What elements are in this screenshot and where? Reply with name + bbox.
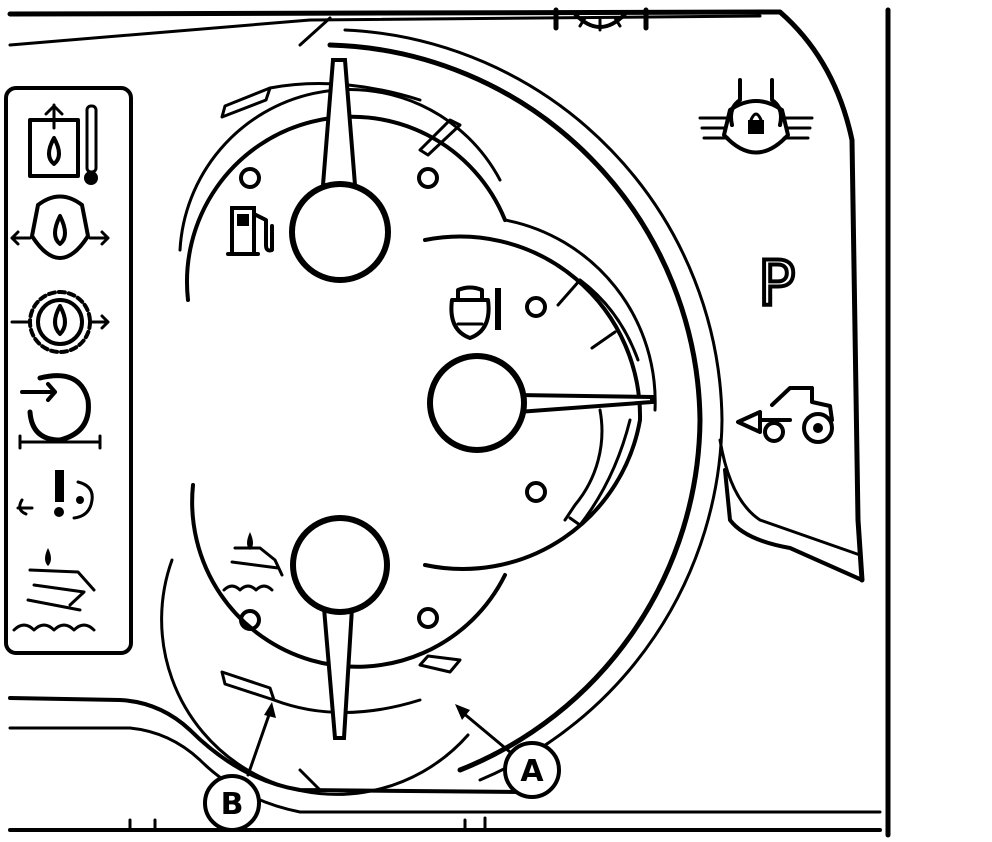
fuel-gauge-high-band bbox=[418, 118, 462, 157]
coolant-gauge-needle bbox=[516, 392, 654, 415]
callout-a: A bbox=[455, 704, 561, 799]
brake-warning-icon bbox=[16, 470, 94, 520]
fuel-icon bbox=[226, 206, 274, 256]
fuel-gauge-dot-right bbox=[417, 167, 439, 189]
right-indicators: P bbox=[698, 78, 834, 444]
gauge-cluster-outline bbox=[160, 88, 657, 796]
air-filter-icon bbox=[18, 373, 102, 450]
coolant-gauge-hub bbox=[427, 353, 527, 453]
coolant-gauge-dot-bottom bbox=[525, 481, 547, 503]
park-lock-icon bbox=[698, 78, 814, 155]
diesel-exhaust-fluid-icon bbox=[222, 532, 284, 592]
fuel-gauge bbox=[220, 58, 462, 283]
work-light-icon bbox=[553, 7, 649, 32]
coolant-gauge-band-upper bbox=[556, 278, 640, 362]
def-gauge-low-band bbox=[220, 670, 276, 702]
def-gauge-needle bbox=[321, 606, 355, 740]
hydraulic-oil-temperature-icon bbox=[28, 103, 98, 185]
def-gauge-dot-left bbox=[239, 609, 261, 631]
coolant-temperature-gauge bbox=[427, 278, 654, 527]
callout-a-label: A bbox=[520, 754, 544, 789]
fuel-gauge-hub bbox=[289, 181, 391, 283]
callout-b-circle bbox=[203, 774, 261, 832]
tractor-reverse-icon bbox=[736, 386, 834, 444]
coolant-level-icon bbox=[12, 548, 96, 632]
callout-b-leader bbox=[246, 710, 272, 777]
fuel-gauge-needle bbox=[320, 58, 358, 187]
cluster-housing bbox=[4, 7, 891, 838]
coolant-temperature-icon bbox=[449, 285, 501, 340]
def-gauge-hub bbox=[290, 515, 390, 615]
coolant-gauge-dot-top bbox=[525, 296, 547, 318]
callout-a-leader bbox=[460, 710, 512, 754]
callout-b-arrowhead bbox=[264, 702, 276, 718]
callout-b-label: B bbox=[221, 787, 244, 822]
def-gauge-dot-right bbox=[417, 607, 439, 629]
def-gauge bbox=[220, 515, 462, 740]
left-indicator-icons bbox=[10, 103, 110, 632]
park-indicator: P bbox=[758, 247, 795, 320]
def-gauge-high-band bbox=[418, 654, 462, 674]
fuel-gauge-dot-left bbox=[239, 167, 261, 189]
callout-a-circle bbox=[503, 741, 561, 799]
callout-b: B bbox=[203, 702, 276, 832]
transmission-oil-pressure-icon bbox=[10, 290, 110, 354]
callout-a-arrowhead bbox=[455, 704, 470, 720]
engine-oil-pressure-icon bbox=[10, 194, 110, 260]
